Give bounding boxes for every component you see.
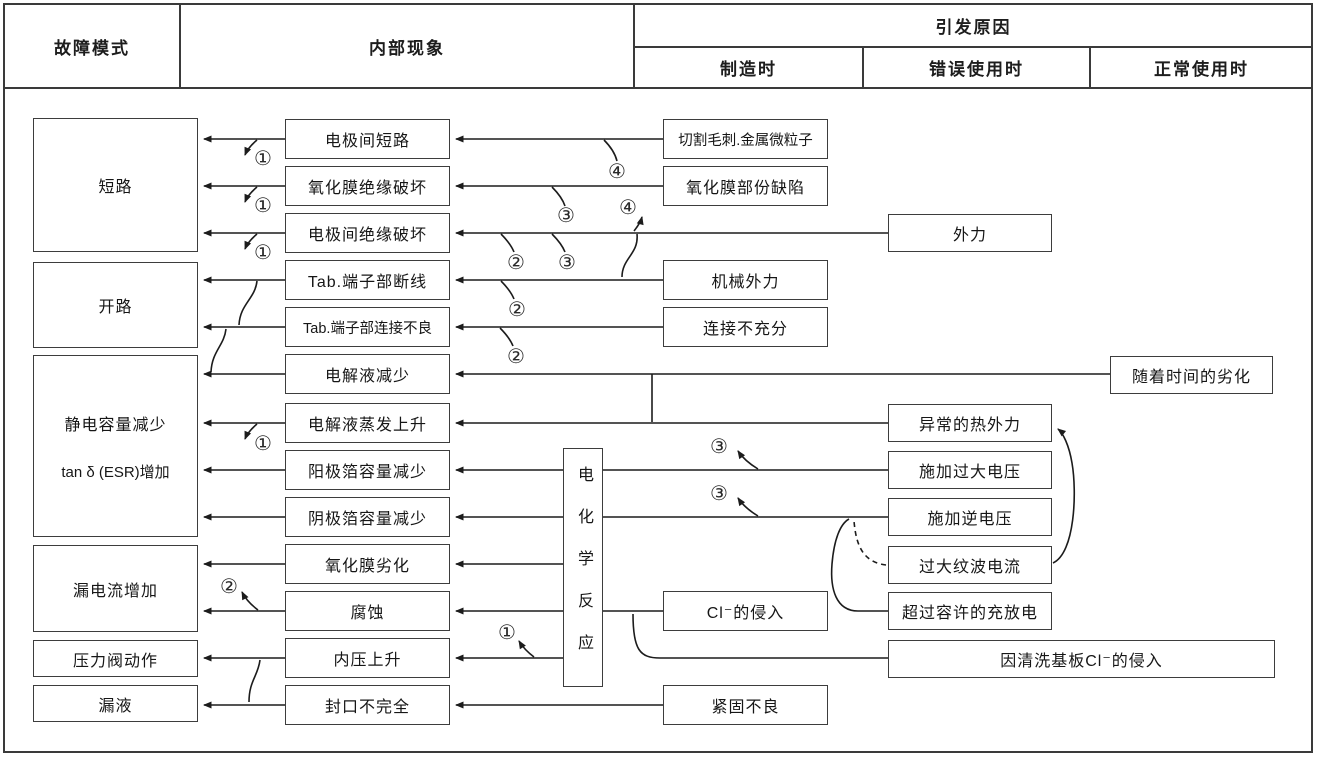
phenomenon-box-electrolyte-evaporation: 电解液蒸发上升 bbox=[285, 403, 450, 443]
circled-1-marker: ① bbox=[254, 146, 272, 170]
phenomenon-box-oxide-degradation: 氧化膜劣化 bbox=[285, 544, 450, 584]
cause-box-oxide-partial-defect: 氧化膜部份缺陷 bbox=[663, 166, 828, 206]
cause-box-abnormal-heat: 异常的热外力 bbox=[888, 404, 1052, 442]
phenomenon-box-tab-bad-connection: Tab.端子部连接不良 bbox=[285, 307, 450, 347]
failure-box-leakage-current: 漏电流增加 bbox=[33, 545, 198, 632]
failure-box-liquid-leak: 漏液 bbox=[33, 685, 198, 722]
header-divider-v3 bbox=[862, 46, 864, 89]
header-divider-h1 bbox=[634, 46, 1313, 48]
phenomenon-box-tab-wire-break: Tab.端子部断线 bbox=[285, 260, 450, 300]
cause-box-external-force: 外力 bbox=[888, 214, 1052, 252]
failure-box-open-circuit: 开路 bbox=[33, 262, 198, 348]
circled-1-marker: ① bbox=[254, 431, 272, 455]
header-divider-v4 bbox=[1089, 46, 1091, 89]
phenomenon-box-electrode-insulation-failure: 电极间绝缘破坏 bbox=[285, 213, 450, 253]
cause-box-aging-over-time: 随着时间的劣化 bbox=[1110, 356, 1273, 394]
phenomenon-box-electrolyte-decrease: 电解液减少 bbox=[285, 354, 450, 394]
header-cause-manufacturing: 制造时 bbox=[720, 60, 777, 79]
phenomenon-box-cathode-foil-capacity: 阴极箔容量减少 bbox=[285, 497, 450, 537]
circled-3-marker: ③ bbox=[558, 250, 576, 274]
cause-box-burr-metal-particles: 切割毛刺.金属微粒子 bbox=[663, 119, 828, 159]
cause-box-reverse-voltage: 施加逆电压 bbox=[888, 498, 1052, 536]
circled-2-marker: ② bbox=[220, 574, 238, 598]
phenomenon-box-oxide-insulation-failure: 氧化膜绝缘破坏 bbox=[285, 166, 450, 206]
circled-4-marker: ④ bbox=[608, 159, 626, 183]
circled-4-marker: ④ bbox=[619, 195, 637, 219]
failure-box-pressure-valve: 压力阀动作 bbox=[33, 640, 198, 677]
cause-box-insufficient-connection: 连接不充分 bbox=[663, 307, 828, 347]
cause-box-excess-ripple-current: 过大纹波电流 bbox=[888, 546, 1052, 584]
circled-1-marker: ① bbox=[254, 193, 272, 217]
phenomenon-box-corrosion: 腐蚀 bbox=[285, 591, 450, 631]
header-cause: 引发原因 bbox=[935, 17, 1012, 37]
header-failure-mode: 故障模式 bbox=[54, 38, 130, 58]
cause-box-overvoltage: 施加过大电压 bbox=[888, 451, 1052, 489]
circled-2-marker: ② bbox=[507, 250, 525, 274]
phenomenon-box-incomplete-sealing: 封口不完全 bbox=[285, 685, 450, 725]
cause-box-pcb-cleaning-cl-intrusion: 因清洗基板Cl⁻的侵入 bbox=[888, 640, 1275, 678]
electrochemical-reaction-box: 电化学反应 bbox=[563, 448, 603, 687]
cause-box-cl-intrusion: Cl⁻的侵入 bbox=[663, 591, 828, 631]
failure-box-capacitance: 静电容量减少 tan δ (ESR)增加 bbox=[33, 355, 198, 537]
phenomenon-box-internal-pressure-rise: 内压上升 bbox=[285, 638, 450, 678]
tan-delta-esr-label: tan δ (ESR)增加 bbox=[61, 463, 170, 481]
cause-box-mechanical-force: 机械外力 bbox=[663, 260, 828, 300]
cause-box-bad-fastening: 紧固不良 bbox=[663, 685, 828, 725]
circled-3-marker: ③ bbox=[557, 203, 575, 227]
electrochemical-reaction-label: 电化学反应 bbox=[575, 465, 592, 676]
phenomenon-box-anode-foil-capacity: 阳极箔容量减少 bbox=[285, 450, 450, 490]
circled-1-marker: ① bbox=[498, 620, 516, 644]
cause-box-over-charge-discharge: 超过容许的充放电 bbox=[888, 592, 1052, 630]
circled-2-marker: ② bbox=[508, 297, 526, 321]
phenomenon-box-electrode-short: 电极间短路 bbox=[285, 119, 450, 159]
capacitance-decrease-label: 静电容量减少 bbox=[64, 416, 167, 434]
header-cause-normal-use: 正常使用时 bbox=[1154, 60, 1249, 79]
circled-3-marker: ③ bbox=[710, 434, 728, 458]
circled-3-marker: ③ bbox=[710, 481, 728, 505]
failure-box-short-circuit: 短路 bbox=[33, 118, 198, 252]
header-divider-v1 bbox=[179, 3, 181, 89]
header-cause-misuse: 错误使用时 bbox=[929, 60, 1024, 79]
header-internal-phenomenon: 内部现象 bbox=[369, 38, 445, 58]
circled-2-marker: ② bbox=[507, 344, 525, 368]
header-bottom-border bbox=[3, 87, 1313, 89]
circled-1-marker: ① bbox=[254, 240, 272, 264]
